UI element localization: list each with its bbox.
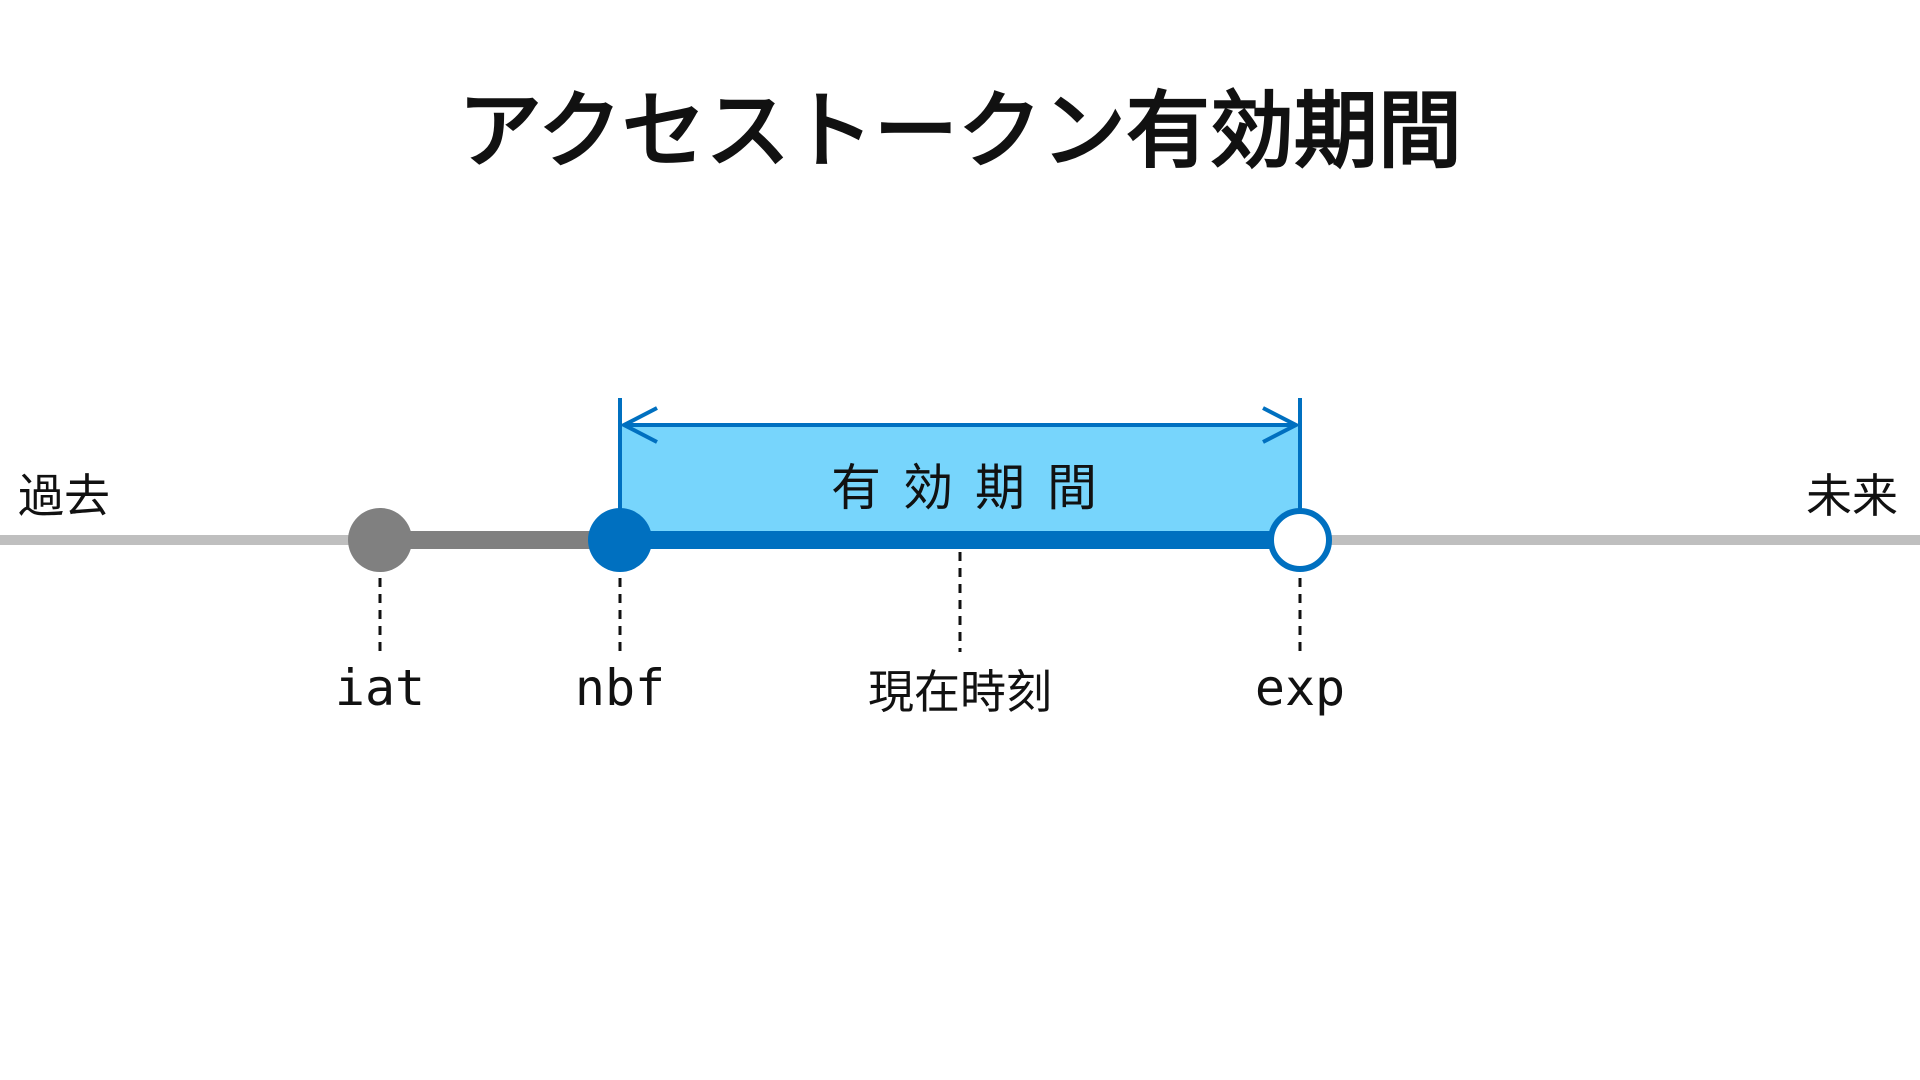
iat-label: iat [335, 659, 425, 717]
arrow-right-head-icon [1262, 406, 1301, 444]
future-label: 未来 [1806, 469, 1898, 523]
past-label: 過去 [18, 469, 110, 523]
nbf-label: nbf [575, 659, 665, 717]
current-time-label: 現在時刻 [868, 665, 1052, 719]
arrow-left-head-icon [619, 406, 658, 444]
validity-period-label: 有効期間 [831, 459, 1119, 517]
iat-marker [348, 508, 412, 572]
validity-period-box [620, 425, 1300, 540]
exp-marker [1268, 508, 1332, 572]
diagram-title: アクセストークン有効期間 [458, 82, 1462, 180]
nbf-marker [588, 508, 652, 572]
exp-label: exp [1255, 659, 1345, 717]
